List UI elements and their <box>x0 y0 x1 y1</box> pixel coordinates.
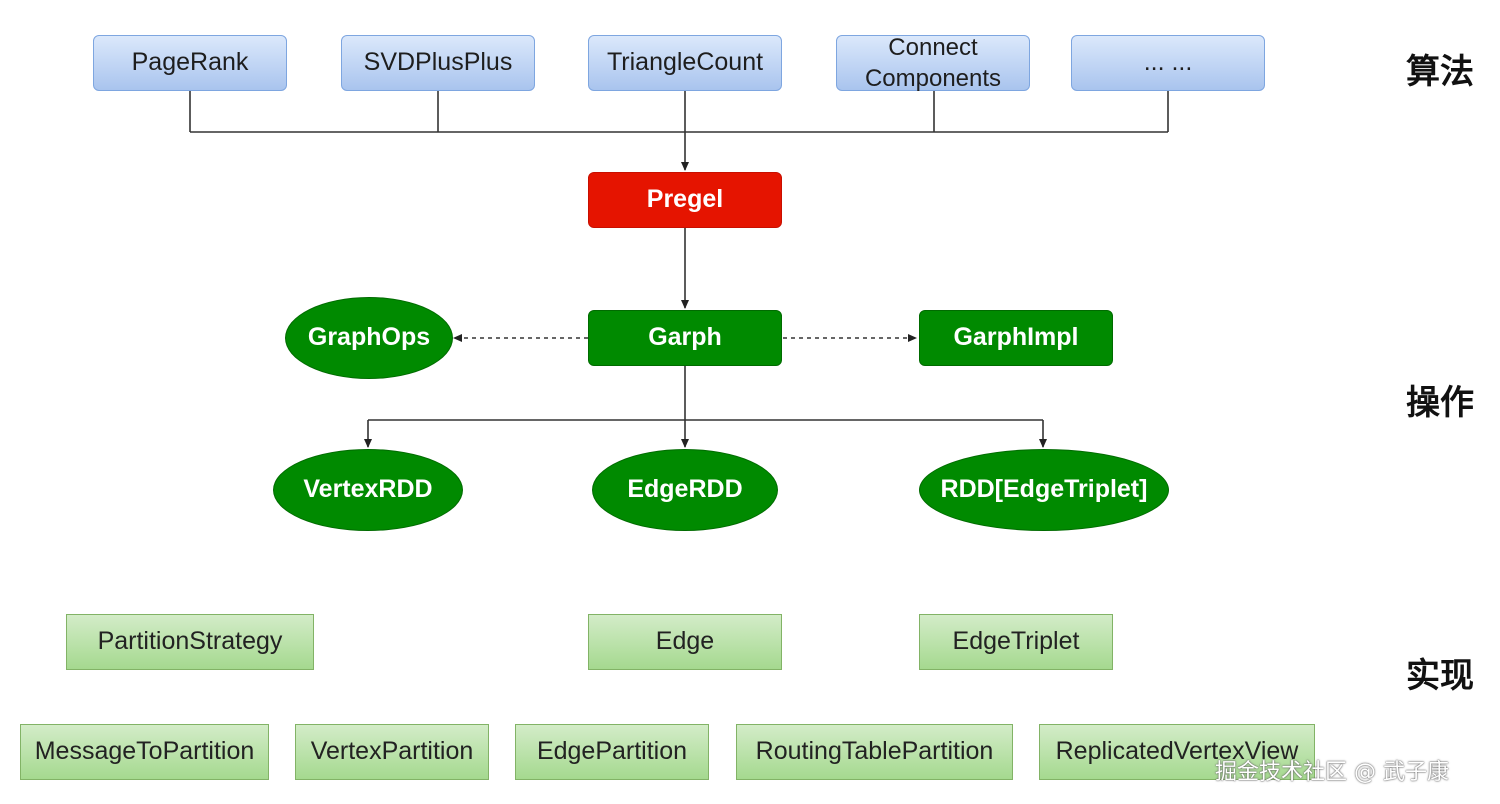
impl-edgepartition-label: EdgePartition <box>536 737 688 766</box>
rdd-edgetriplet-label: RDD[EdgeTriplet] <box>940 475 1148 504</box>
impl-edgepartition: EdgePartition <box>515 724 709 780</box>
algo-trianglecount-label: TriangleCount <box>606 48 764 77</box>
watermark: 掘金技术社区 @ 武子康 <box>1215 760 1449 785</box>
algo-more-label: ... ... <box>1143 48 1193 77</box>
impl-edgetriplet: EdgeTriplet <box>919 614 1113 670</box>
graph-label: Garph <box>648 323 722 352</box>
impl-partitionstrategy: PartitionStrategy <box>66 614 314 670</box>
layer-label-algorithm: 算法 <box>1406 52 1474 92</box>
impl-routingtablepartition: RoutingTablePartition <box>736 724 1013 780</box>
algo-more: ... ... <box>1071 35 1265 91</box>
edgerdd-oval: EdgeRDD <box>592 449 778 531</box>
impl-edge: Edge <box>588 614 782 670</box>
edgerdd-label: EdgeRDD <box>627 475 743 504</box>
algo-svdplusplus-label: SVDPlusPlus <box>363 48 513 77</box>
impl-edge-label: Edge <box>655 627 715 656</box>
algo-connect-components-label: Connect Components <box>864 33 1002 92</box>
pregel-box: Pregel <box>588 172 782 228</box>
layer-label-implementation: 实现 <box>1406 656 1474 696</box>
graphops-label: GraphOps <box>307 323 431 352</box>
vertexrdd-oval: VertexRDD <box>273 449 463 531</box>
impl-replicatedvertexview-label: ReplicatedVertexView <box>1055 737 1299 766</box>
graph-box: Garph <box>588 310 782 366</box>
graphops-oval: GraphOps <box>285 297 453 379</box>
impl-messagetopartition-label: MessageToPartition <box>34 737 255 766</box>
algo-pagerank: PageRank <box>93 35 287 91</box>
vertexrdd-label: VertexRDD <box>303 475 433 504</box>
impl-partitionstrategy-label: PartitionStrategy <box>97 627 283 656</box>
layer-label-operation: 操作 <box>1406 383 1474 423</box>
impl-replicatedvertexview: ReplicatedVertexView <box>1039 724 1315 780</box>
algo-connect-components: Connect Components <box>836 33 1030 92</box>
impl-routingtablepartition-label: RoutingTablePartition <box>755 737 994 766</box>
impl-edgetriplet-label: EdgeTriplet <box>952 627 1080 656</box>
algo-trianglecount: TriangleCount <box>588 35 782 91</box>
impl-vertexpartition-label: VertexPartition <box>310 737 474 766</box>
graphimpl-label: GarphImpl <box>953 323 1079 352</box>
algo-svdplusplus: SVDPlusPlus <box>341 35 535 91</box>
impl-vertexpartition: VertexPartition <box>295 724 489 780</box>
impl-messagetopartition: MessageToPartition <box>20 724 269 780</box>
pregel-label: Pregel <box>646 185 724 214</box>
rdd-edgetriplet-oval: RDD[EdgeTriplet] <box>919 449 1169 531</box>
algo-pagerank-label: PageRank <box>131 48 249 77</box>
graphimpl-box: GarphImpl <box>919 310 1113 366</box>
